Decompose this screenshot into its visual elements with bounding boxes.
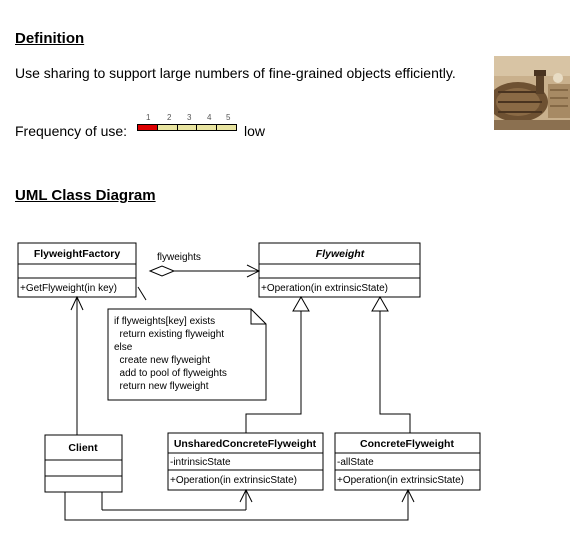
pattern-illustration-photo	[494, 56, 570, 130]
aggregation-arrowhead	[246, 264, 261, 278]
unshared-method: +Operation(in extrinsicState)	[170, 475, 297, 486]
unshared-attribute: -intrinsicState	[170, 457, 231, 468]
concrete-attribute: -allState	[337, 457, 374, 468]
unshared-concrete-flyweight-class	[167, 432, 324, 491]
note-line-1: if flyweights[key] exists	[114, 316, 215, 327]
frequency-segment-1	[138, 125, 158, 130]
flyweight-method: +Operation(in extrinsicState)	[261, 283, 388, 294]
client-name: Client	[68, 442, 98, 454]
frequency-scale-1: 1	[146, 113, 151, 122]
inheritance-unshared-arrow	[292, 295, 310, 312]
frequency-segment-5	[217, 125, 236, 130]
flyweight-class	[258, 242, 421, 298]
inheritance-concrete-arrow	[371, 295, 389, 312]
note-line-2: return existing flyweight	[114, 329, 224, 340]
frequency-scale-5: 5	[226, 113, 231, 122]
frequency-scale: 1 2 3 4 5	[137, 113, 237, 123]
flyweight-name: Flyweight	[316, 248, 365, 260]
inheritance-concrete-line	[379, 311, 411, 433]
frequency-scale-4: 4	[207, 113, 212, 122]
association-label: flyweights	[157, 252, 201, 263]
note-line-3: else	[114, 342, 133, 353]
definition-text: Use sharing to support large numbers of …	[15, 65, 456, 81]
concrete-flyweight-class	[334, 432, 481, 491]
inheritance-unshared-line	[245, 311, 302, 433]
frequency-scale-2: 2	[167, 113, 172, 122]
aggregation-diamond	[148, 265, 176, 277]
flyweight-factory-name: FlyweightFactory	[34, 248, 121, 260]
definition-heading: Definition	[15, 30, 85, 47]
note-box	[107, 308, 267, 401]
concrete-name: ConcreteFlyweight	[360, 438, 454, 450]
frequency-segment-2	[157, 125, 178, 130]
frequency-bar	[137, 124, 237, 131]
frequency-segment-4	[197, 125, 218, 130]
client-usage-line	[64, 490, 409, 521]
frequency-scale-3: 3	[187, 113, 192, 122]
client-factory-arrowhead	[70, 295, 84, 311]
uml-heading: UML Class Diagram	[15, 187, 156, 204]
note-line-4: create new flyweight	[114, 355, 210, 366]
frequency-segment-3	[177, 125, 198, 130]
uml-class-diagram: FlyweightFactory +GetFlyweight(in key) f…	[17, 242, 481, 521]
note-line-6: return new flyweight	[114, 381, 209, 392]
frequency-meter: 1 2 3 4 5	[137, 113, 237, 135]
frequency-label: Frequency of use:	[15, 123, 128, 139]
client-class	[44, 434, 123, 493]
frequency-level-text: low	[244, 123, 266, 139]
flyweight-factory-class	[17, 242, 137, 298]
note-line-5: add to pool of flyweights	[114, 368, 227, 379]
note-connector	[137, 286, 147, 301]
unshared-name: UnsharedConcreteFlyweight	[174, 438, 317, 450]
concrete-method: +Operation(in extrinsicState)	[337, 475, 464, 486]
flyweight-factory-method: +GetFlyweight(in key)	[20, 283, 117, 294]
